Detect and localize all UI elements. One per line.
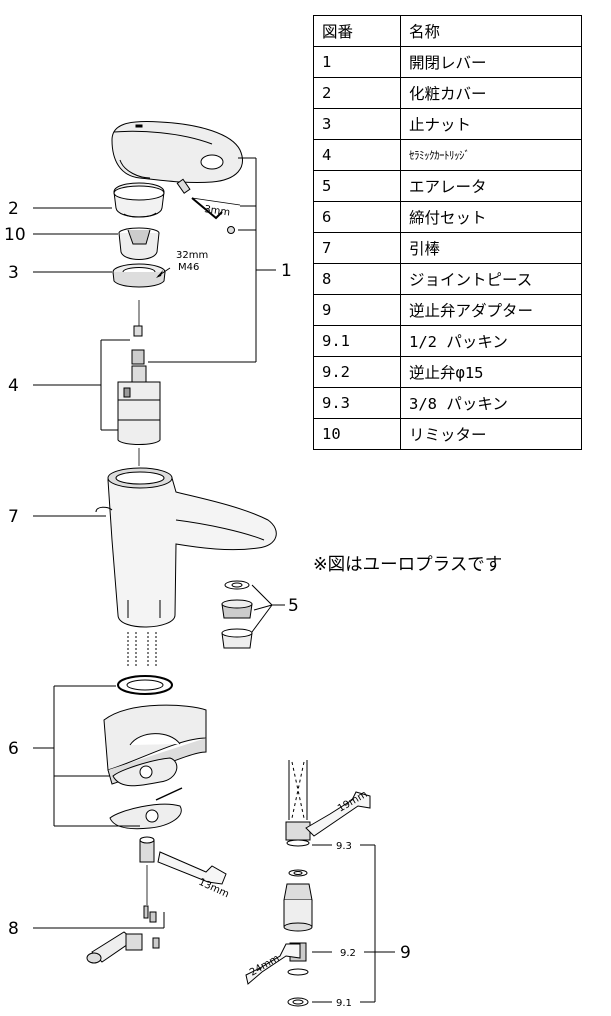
callout-10: 10 xyxy=(4,225,26,245)
callout-6: 6 xyxy=(8,739,19,759)
wrench-13mm xyxy=(157,851,227,885)
callout-4: 4 xyxy=(8,376,19,396)
faucet-body-part xyxy=(95,467,277,628)
row-name: 化粧カバー xyxy=(400,77,582,109)
cartridge-part xyxy=(117,365,161,445)
wrench-24-label: 24mm xyxy=(248,953,281,979)
row-name: 引棒 xyxy=(400,232,582,264)
lever-handle-part xyxy=(111,121,243,184)
nut-size-label: 32mm xyxy=(176,250,208,261)
row-name: 止ナット xyxy=(400,108,582,140)
aerator-part xyxy=(221,580,253,649)
row-number: 2 xyxy=(313,77,401,109)
row-number: 4 xyxy=(313,139,401,171)
row-name: 締付セット xyxy=(400,201,582,233)
row-name: 逆止弁アダプター xyxy=(400,294,582,326)
callout-9-1: 9.1 xyxy=(336,998,352,1009)
table-header-row: 図番 名称 xyxy=(313,15,582,47)
row-number: 5 xyxy=(313,170,401,202)
callout-5: 5 xyxy=(288,596,299,616)
header-part-name: 名称 xyxy=(400,15,582,47)
callout-9: 9 xyxy=(400,943,411,963)
valve-adapter-part xyxy=(283,760,313,1007)
row-number: 6 xyxy=(313,201,401,233)
hex-key-tool xyxy=(176,178,241,234)
row-number: 9.3 xyxy=(313,387,401,419)
callout-1: 1 xyxy=(281,261,292,281)
callout-8: 8 xyxy=(8,919,19,939)
supply-hoses xyxy=(127,632,157,668)
row-name: 1/2 パッキン xyxy=(400,325,582,357)
hex-key-label: 3mm xyxy=(204,204,231,218)
cover-part xyxy=(113,182,165,218)
callout-7: 7 xyxy=(8,507,19,527)
row-number: 1 xyxy=(313,46,401,78)
row-number: 9 xyxy=(313,294,401,326)
callout-3: 3 xyxy=(8,263,19,283)
row-name: 開閉レバー xyxy=(400,46,582,78)
row-number: 7 xyxy=(313,232,401,264)
row-number: 8 xyxy=(313,263,401,295)
joint-piece-part xyxy=(86,911,160,964)
callout-9-3: 9.3 xyxy=(336,841,352,852)
limiter-part xyxy=(118,227,160,260)
row-number: 3 xyxy=(313,108,401,140)
row-number: 10 xyxy=(313,418,401,450)
wrench-24mm xyxy=(245,943,301,985)
callout-2: 2 xyxy=(8,199,19,219)
nut-part xyxy=(112,263,166,288)
diagram-note: ※図はユーロプラスです xyxy=(313,555,503,575)
header-figure-number: 図番 xyxy=(313,15,401,47)
wrench-19mm xyxy=(305,791,371,837)
row-name: 逆止弁φ15 xyxy=(400,356,582,388)
row-name: ｾﾗﾐｯｸｶｰﾄﾘｯｼﾞ xyxy=(400,139,582,171)
row-name: リミッター xyxy=(400,418,582,450)
row-name: ジョイントピース xyxy=(400,263,582,295)
row-number: 9.2 xyxy=(313,356,401,388)
row-name: エアレータ xyxy=(400,170,582,202)
nut-thread-label: M46 xyxy=(178,262,199,273)
row-number: 9.1 xyxy=(313,325,401,357)
row-name: 3/8 パッキン xyxy=(400,387,582,419)
callout-9-2: 9.2 xyxy=(340,948,356,959)
mounting-set-part xyxy=(103,675,207,919)
